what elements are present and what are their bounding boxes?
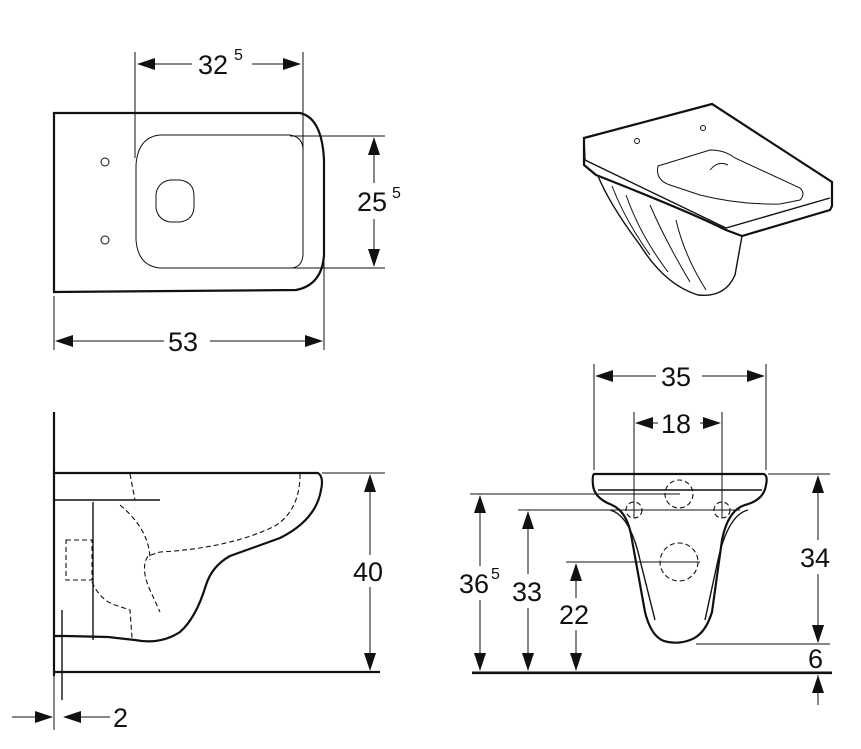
arrow [522,511,534,529]
arrow [812,475,824,493]
label-bg [798,540,840,574]
iso-bolt-hole [700,125,706,131]
dim-floor-gap: 6 [808,644,823,674]
front-inner [704,509,749,621]
dim-mount-height-sup: 5 [491,566,500,583]
iso-body-shade [611,185,651,256]
dim-total-length: 53 [168,327,198,357]
front-view: 35 18 36 5 33 22 [456,360,840,705]
arrow [522,653,534,671]
dim-rim-height: 34 [800,543,830,573]
side-hidden [129,473,136,501]
arrow [35,711,53,723]
bolt-hole-bottom [100,235,110,245]
arrow [570,653,582,671]
dim-drain-height: 22 [559,600,589,630]
dim-mount-height: 36 [459,569,489,599]
arrow [364,474,376,492]
top-view: 32 5 25 5 53 [52,46,407,357]
label-bg [352,183,407,219]
side-profile [54,471,324,643]
arrow [55,335,73,347]
iso-rim-curve [709,162,729,171]
arrow [364,653,376,671]
arrow [137,58,155,70]
side-hidden [119,504,151,561]
isometric-view [582,102,834,297]
dim-height-side: 40 [353,557,383,587]
iso-top-outline [582,102,834,238]
arrow [595,370,613,382]
iso-body-shade [649,204,691,283]
side-view: 40 2 [12,412,392,733]
label-bg [192,46,252,78]
front-inner [609,509,656,621]
iso-body-shade [625,194,669,273]
dim-top-depth-sup: 5 [392,185,401,202]
dim-top-depth: 25 [357,187,387,217]
label-bg [350,555,392,587]
dim-top-width: 32 [198,50,228,80]
iso-bowl-opening [657,149,804,205]
iso-body-shade [675,219,707,291]
arrow [812,625,824,643]
top-view-outline [52,111,326,294]
dim-wall-gap: 2 [113,703,128,733]
dim-outlet-height: 33 [512,577,542,607]
iso-body [597,175,743,297]
arrow [283,58,301,70]
label-bg [557,598,597,630]
front-profile [591,472,768,644]
arrow [305,335,323,347]
side-hidden-bowl [143,473,301,613]
arrow [368,249,380,267]
label-bg [656,360,702,392]
side-hidden [91,581,133,639]
arrow [703,417,721,429]
label-bg [164,324,210,356]
arrow [474,653,486,671]
arrow [368,137,380,155]
iso-rim-edge [583,137,831,229]
arrow [63,711,81,723]
arrow [747,370,765,382]
bolt-hole-top [100,157,110,167]
arrow [635,417,653,429]
iso-bolt-hole [634,138,640,144]
arrow [474,495,486,513]
outlet-hole [155,179,195,223]
label-bg [456,566,506,600]
arrow [570,563,582,581]
dim-front-width: 35 [661,362,691,392]
dim-bolt-spacing: 18 [661,409,691,439]
side-hidden-inlet [65,539,93,581]
label-bg [658,408,700,438]
bowl-opening [135,134,304,269]
label-bg [510,574,550,608]
dim-top-width-sup: 5 [234,47,243,64]
